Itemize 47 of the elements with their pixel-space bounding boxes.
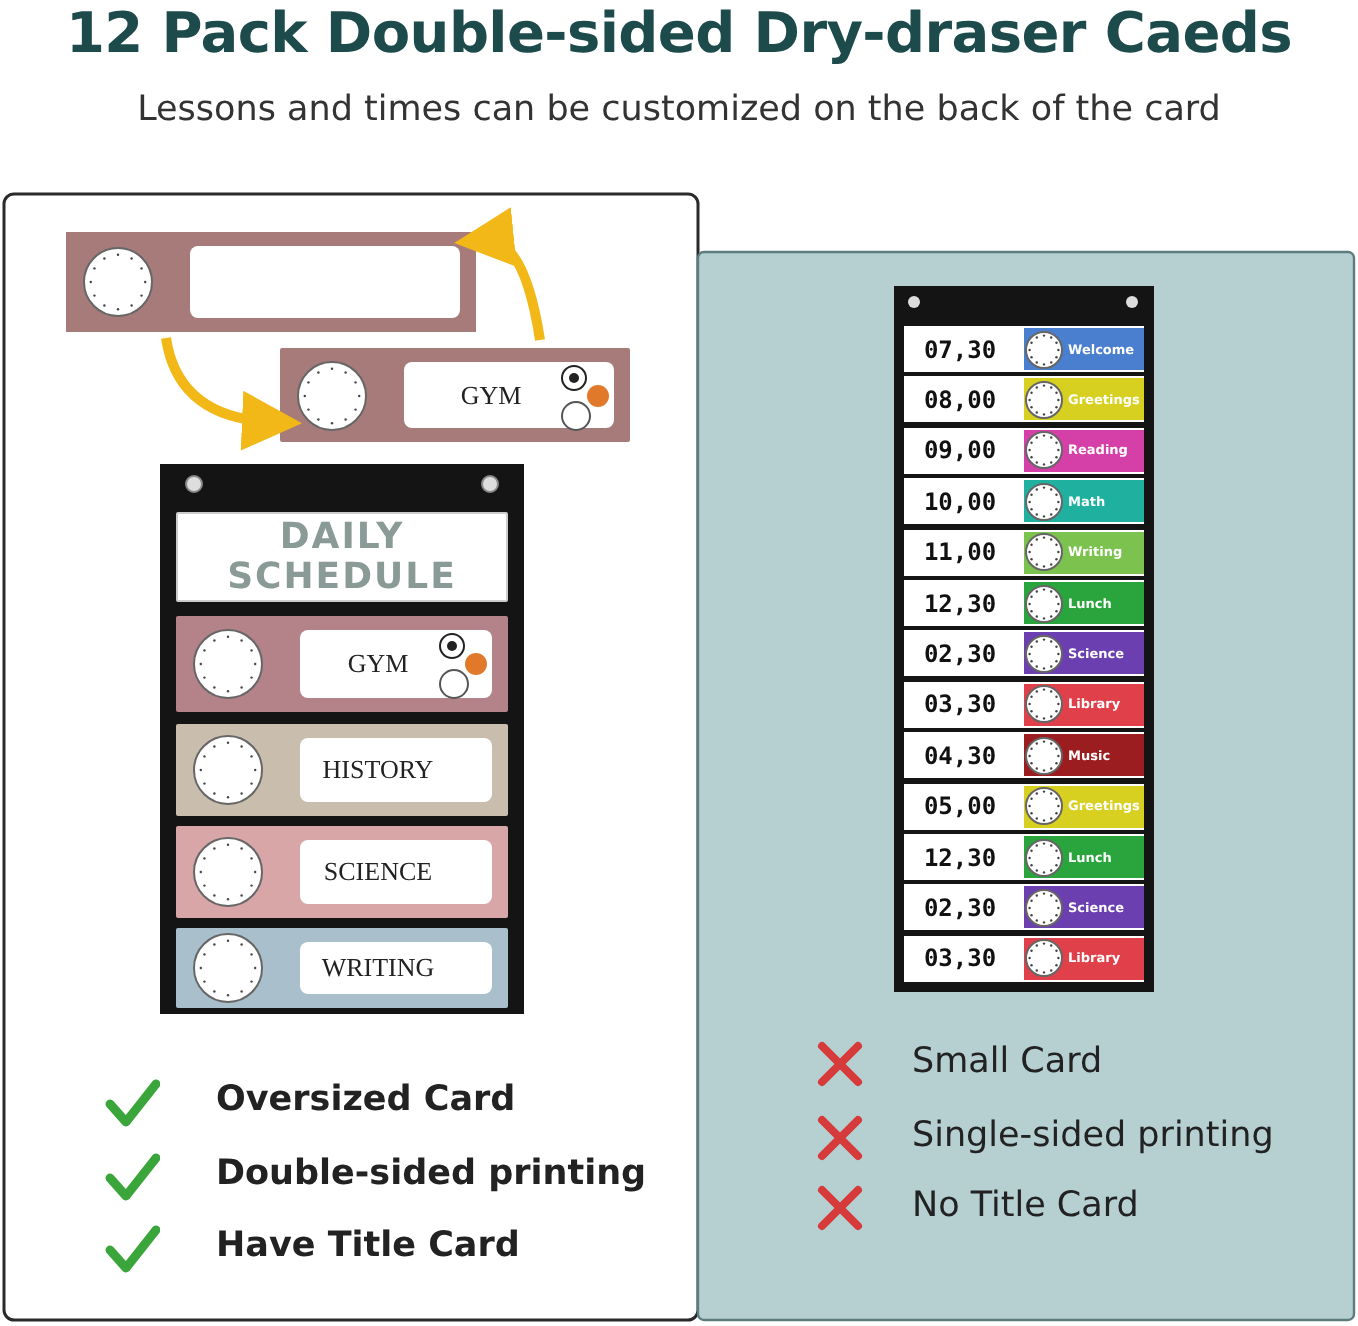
- schedule-row: [904, 783, 1144, 830]
- card-label: SCIENCE: [300, 840, 492, 904]
- schedule-row: [904, 630, 1144, 677]
- time-label: 02,30: [921, 893, 999, 922]
- feature-label: Double-sided printing: [216, 1154, 647, 1194]
- time-label: 12,30: [921, 843, 999, 871]
- schedule-row: [904, 884, 1144, 931]
- feature-label: Oversized Card: [216, 1080, 516, 1120]
- schedule-row: [904, 427, 1144, 474]
- schedule-row: [904, 376, 1144, 423]
- title-card: [176, 512, 508, 602]
- curved-arrow: [454, 210, 545, 341]
- drawback-label: No Title Card: [912, 1186, 1139, 1226]
- schedule-row: [904, 732, 1144, 779]
- schedule-row: [904, 935, 1144, 982]
- schedule-card: [176, 826, 508, 918]
- card-label: HISTORY: [300, 738, 492, 802]
- schedule-row: [904, 478, 1144, 525]
- schedule-card: [176, 724, 508, 816]
- time-label: 05,00: [921, 792, 999, 821]
- title: 12 Pack Double-sided Dry-draser Caeds: [63, 0, 1295, 66]
- time-label: 07,30: [921, 335, 999, 363]
- blank-card-drawing: [66, 232, 476, 332]
- drawback-label: Single-sided printing: [912, 1116, 1274, 1156]
- time-label: 09,00: [921, 436, 999, 465]
- schedule-card: [176, 928, 508, 1008]
- schedule-row: [904, 580, 1144, 626]
- time-label: 11,00: [921, 538, 999, 567]
- time-label: 03,30: [921, 944, 999, 973]
- feature-label: Have Title Card: [216, 1226, 520, 1266]
- drawback-label: Small Card: [912, 1042, 1103, 1082]
- card-title: DAILY SCHEDULE: [225, 518, 459, 598]
- schedule-row: [904, 834, 1144, 880]
- time-label: 04,30: [921, 741, 999, 770]
- time-label: 03,30: [921, 690, 999, 719]
- schedule-row: [904, 326, 1144, 372]
- card-label: WRITING: [300, 942, 492, 994]
- time-label: 10,00: [921, 487, 999, 516]
- time-label: 12,30: [921, 589, 999, 617]
- schedule-row: [904, 529, 1144, 576]
- curved-arrow: [161, 337, 302, 450]
- schedule-row: [904, 681, 1144, 728]
- time-label: 08,00: [921, 385, 999, 414]
- time-label: 02,30: [921, 639, 999, 668]
- subtitle: Lessons and times can be customized on the back of the card: [135, 90, 1223, 130]
- schedule-card: [176, 616, 508, 712]
- schedule-card: [280, 348, 630, 442]
